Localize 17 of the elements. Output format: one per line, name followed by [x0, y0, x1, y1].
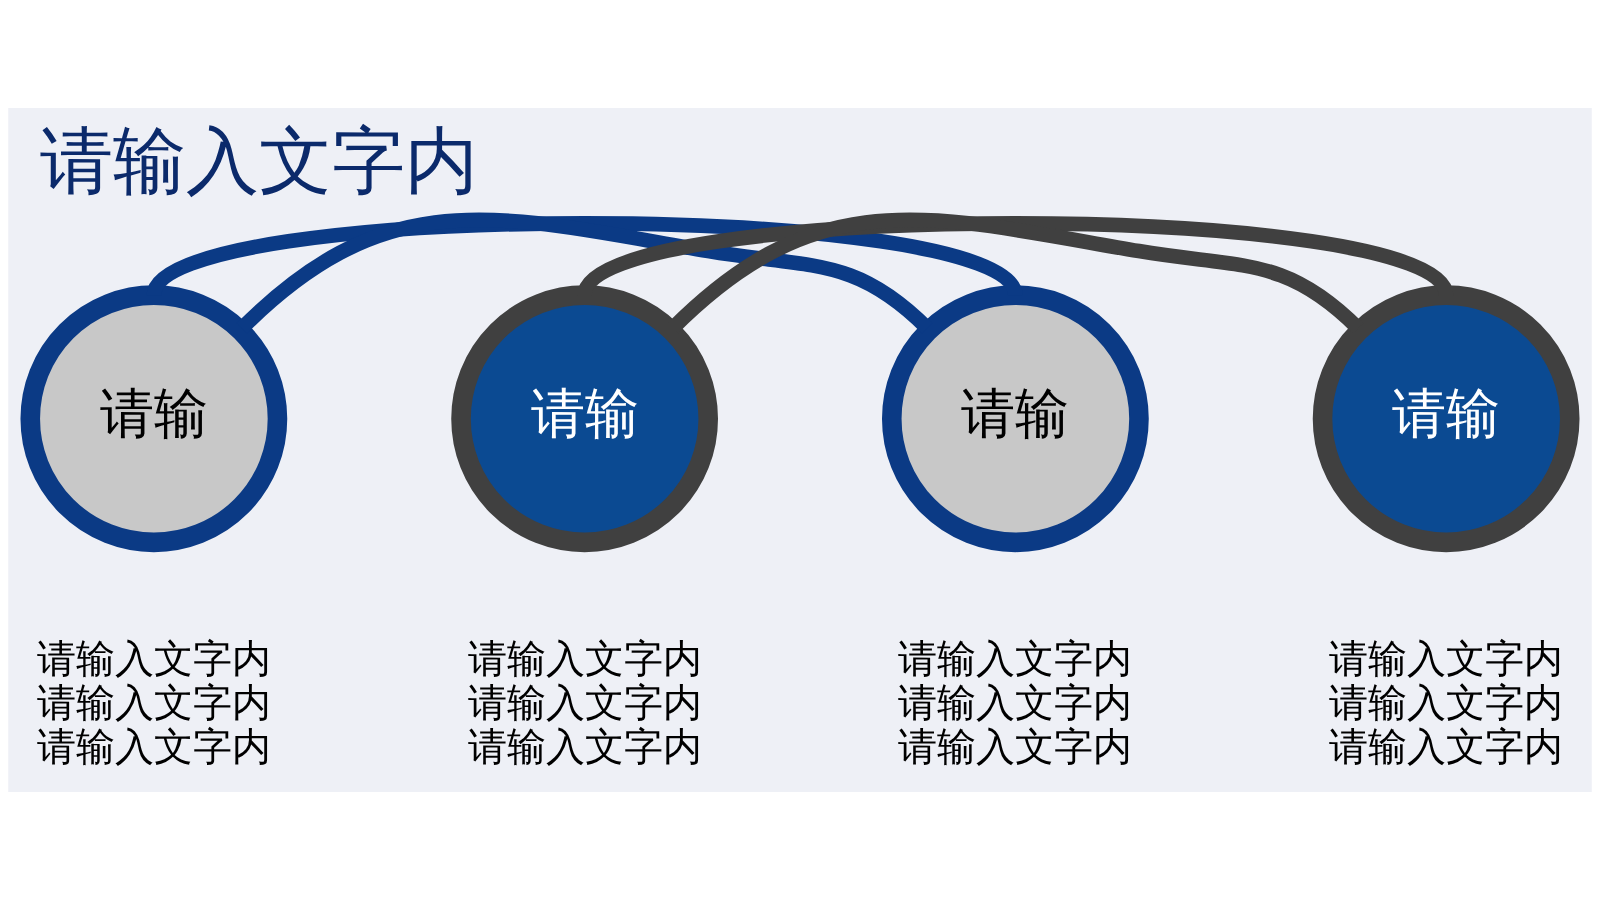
node-circle: 请输: [20, 285, 288, 553]
node-label: 请输入文字内: [467, 679, 702, 725]
node-label: 请输入文字内: [36, 635, 271, 681]
node-label: 请输入文字内: [36, 679, 271, 725]
node-label: 请输入文字内: [898, 635, 1133, 681]
node-circle: 请输: [451, 285, 718, 553]
node-label: 请输入文字内: [467, 723, 702, 769]
node-circle: 请输: [882, 285, 1149, 553]
node-circle: 请输: [1312, 285, 1580, 553]
diagram-title: 请输入文字内: [40, 118, 479, 204]
node-label: 请输入文字内: [1329, 679, 1564, 725]
node-label: 请输入文字内: [36, 723, 271, 769]
node-label: 请输入文字内: [1329, 635, 1564, 681]
node-label: 请输入文字内: [898, 679, 1133, 725]
node-label: 请输入文字内: [467, 635, 702, 681]
node-label: 请输入文字内: [898, 723, 1133, 769]
node-label: 请输入文字内: [1329, 723, 1564, 769]
